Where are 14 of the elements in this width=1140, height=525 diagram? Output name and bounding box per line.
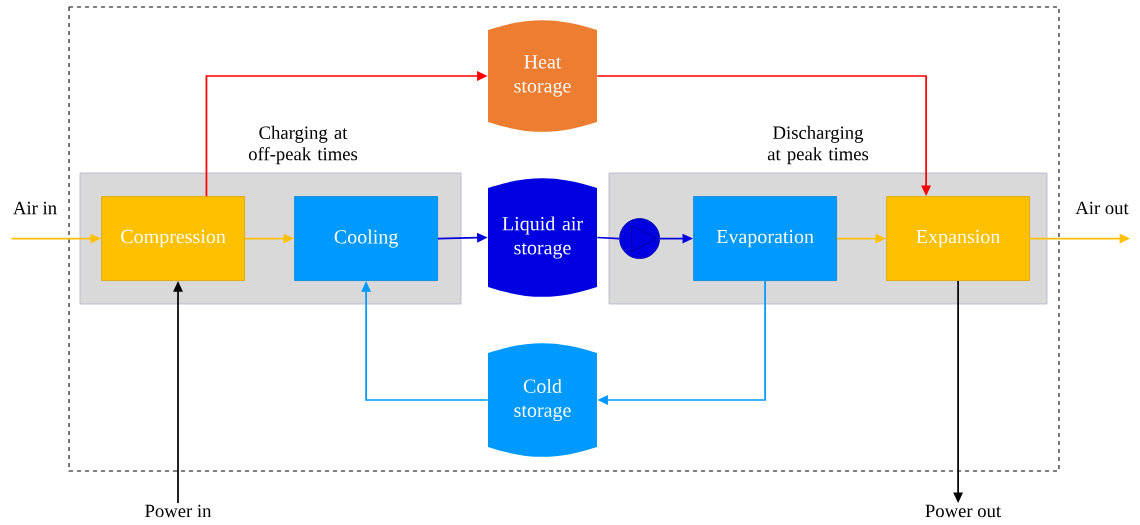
- storage-tank: Cold storage: [488, 343, 597, 457]
- node-label: Discharging at peak times: [767, 125, 869, 165]
- storage-tank: Liquid air storage: [488, 178, 597, 297]
- process-box: Compression: [101, 196, 245, 281]
- flow-label: Air out: [1075, 201, 1129, 215]
- flow-label: Power out: [925, 504, 1001, 518]
- process-box: Cooling: [294, 196, 438, 281]
- node-label: Charging at off-peak times: [248, 125, 358, 165]
- flow-label: Power in: [145, 504, 212, 518]
- storage-tank: Heat storage: [488, 20, 597, 132]
- flow-label: Air in: [13, 201, 57, 215]
- pump-symbol: [619, 218, 660, 259]
- process-box: Expansion: [886, 196, 1030, 281]
- process-box: Evaporation: [693, 196, 837, 281]
